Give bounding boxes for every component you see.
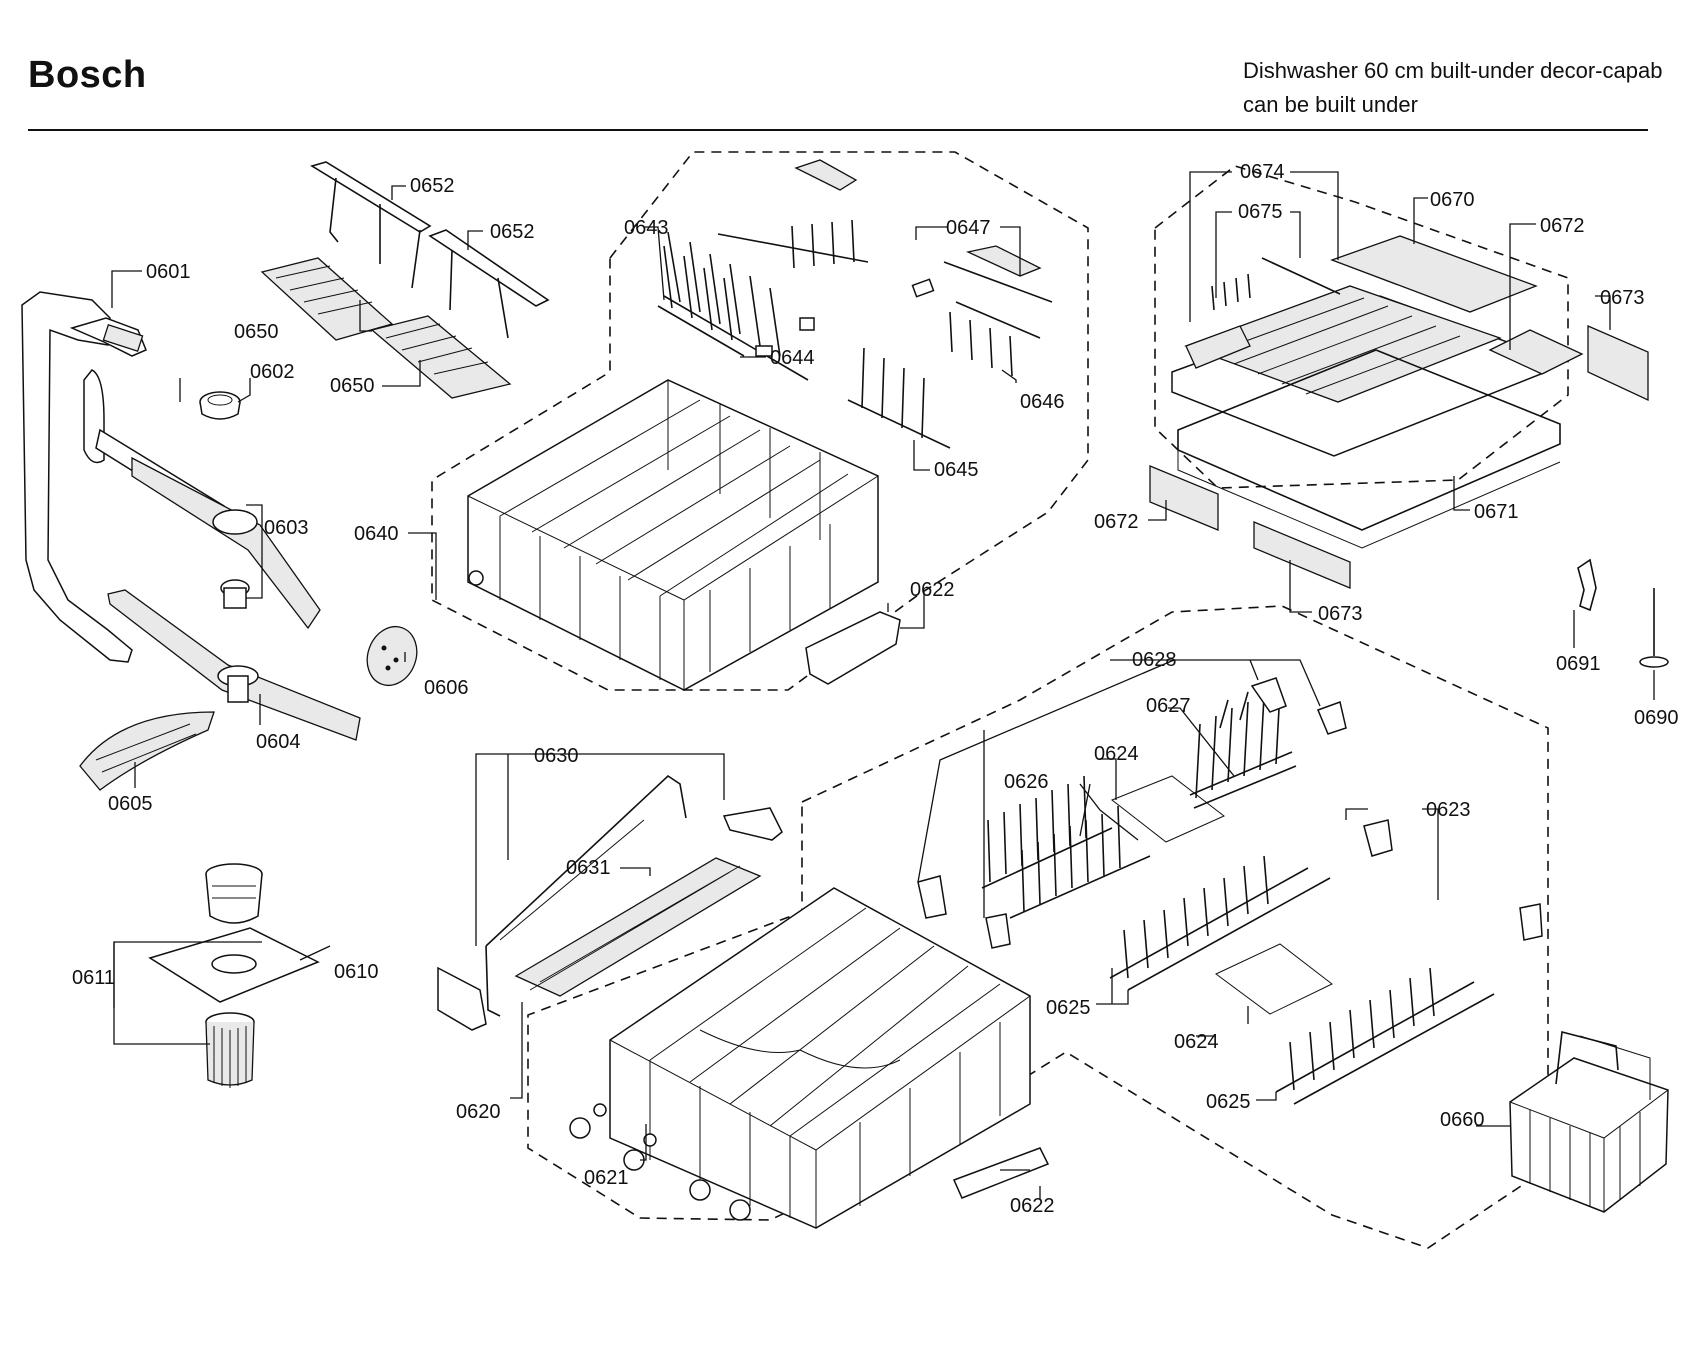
label-0646: 0646: [1020, 391, 1065, 413]
brand-title: Bosch: [28, 54, 147, 96]
spray-arm-supply-pipe-0601: [21, 291, 147, 663]
upper-rack-tine-rows: [657, 159, 1053, 449]
header-divider: [28, 129, 1648, 131]
label-0672-lower: 0672: [1094, 511, 1139, 533]
lower-rack-parts-0630-0631: [437, 774, 783, 1031]
cutlery-basket-0660: [1509, 1030, 1669, 1213]
label-0602: 0602: [250, 361, 295, 383]
label-0627: 0627: [1146, 695, 1191, 717]
label-0675: 0675: [1238, 201, 1283, 223]
lower-basket-0620: [609, 887, 1031, 1229]
upper-rack-group-outline: [431, 151, 1089, 691]
label-0631: 0631: [566, 857, 611, 879]
label-0630: 0630: [534, 745, 579, 767]
label-0626: 0626: [1004, 771, 1049, 793]
label-0624-lower: 0624: [1174, 1031, 1219, 1053]
cutlery-tray-0670: [1171, 235, 1547, 457]
label-0647: 0647: [946, 217, 991, 239]
appliance-description-line2: can be built under: [1243, 92, 1418, 117]
label-0652-lower: 0652: [490, 221, 535, 243]
label-0673-upper: 0673: [1600, 287, 1645, 309]
label-0611: 0611: [72, 967, 115, 989]
part-number-labels: 0601 0602 0603 0604 0605 0606 0610 0611 …: [72, 161, 1679, 1217]
label-0606: 0606: [424, 677, 469, 699]
label-0623: 0623: [1426, 799, 1471, 821]
label-0660: 0660: [1440, 1109, 1485, 1131]
label-0601: 0601: [146, 261, 191, 283]
label-0674: 0674: [1240, 161, 1285, 183]
label-0620: 0620: [456, 1101, 501, 1123]
label-0673-lower: 0673: [1318, 603, 1363, 625]
label-0691: 0691: [1556, 653, 1601, 675]
label-0610: 0610: [334, 961, 379, 983]
shelf-grid-0650: [260, 257, 512, 399]
label-0603: 0603: [264, 517, 309, 539]
tray-frame-0671: [1177, 349, 1561, 549]
label-0628: 0628: [1132, 649, 1177, 671]
side-cover-0622-lower: [952, 1147, 1050, 1199]
upper-spray-arm-0603: [83, 369, 321, 630]
label-0670: 0670: [1430, 189, 1475, 211]
label-0643: 0643: [624, 217, 669, 239]
upper-basket-0640: [467, 379, 879, 691]
label-0604: 0604: [256, 731, 301, 753]
label-0622-lower: 0622: [1010, 1195, 1055, 1217]
label-0644: 0644: [770, 347, 815, 369]
pin-0690: [1639, 588, 1669, 668]
cutlery-tray-group-outline: [1154, 165, 1569, 489]
lower-rack-tines-0624-0628: [917, 677, 1543, 1105]
filter-cover-0605: [79, 711, 215, 791]
label-0622-upper: 0622: [910, 579, 955, 601]
spray-arm-filter-disc-0606: [366, 625, 418, 687]
wheels-0621: [569, 1103, 751, 1221]
label-0625-upper: 0625: [1046, 997, 1091, 1019]
label-0624-upper: 0624: [1094, 743, 1139, 765]
label-0690: 0690: [1634, 707, 1679, 729]
label-0671: 0671: [1474, 501, 1519, 523]
side-cover-0622-upper: [805, 611, 901, 685]
label-0650-lower: 0650: [330, 375, 375, 397]
lower-spray-arm-0604: [107, 589, 361, 741]
clip-0691: [1577, 558, 1597, 612]
label-0625-lower: 0625: [1206, 1091, 1251, 1113]
leader-lines: [111, 171, 1655, 1200]
appliance-description-line1: Dishwasher 60 cm built-under decor-capab: [1243, 58, 1663, 83]
label-0645: 0645: [934, 459, 979, 481]
label-0621: 0621: [584, 1167, 629, 1189]
label-0650-upper: 0650: [234, 321, 279, 343]
spray-arm-fitting-0602: [199, 391, 241, 420]
label-0640: 0640: [354, 523, 399, 545]
page-header: Bosch Dishwasher 60 cm built-under decor…: [0, 0, 1693, 140]
label-0652-upper: 0652: [410, 175, 455, 197]
filter-assembly-0610-0611: [148, 863, 320, 1088]
label-0672-upper: 0672: [1540, 215, 1585, 237]
label-0605: 0605: [108, 793, 153, 815]
tray-side-pieces-0672-0673: [1149, 325, 1649, 589]
rail-0652: [310, 161, 550, 339]
lower-rack-group-outline: [527, 605, 1549, 1249]
